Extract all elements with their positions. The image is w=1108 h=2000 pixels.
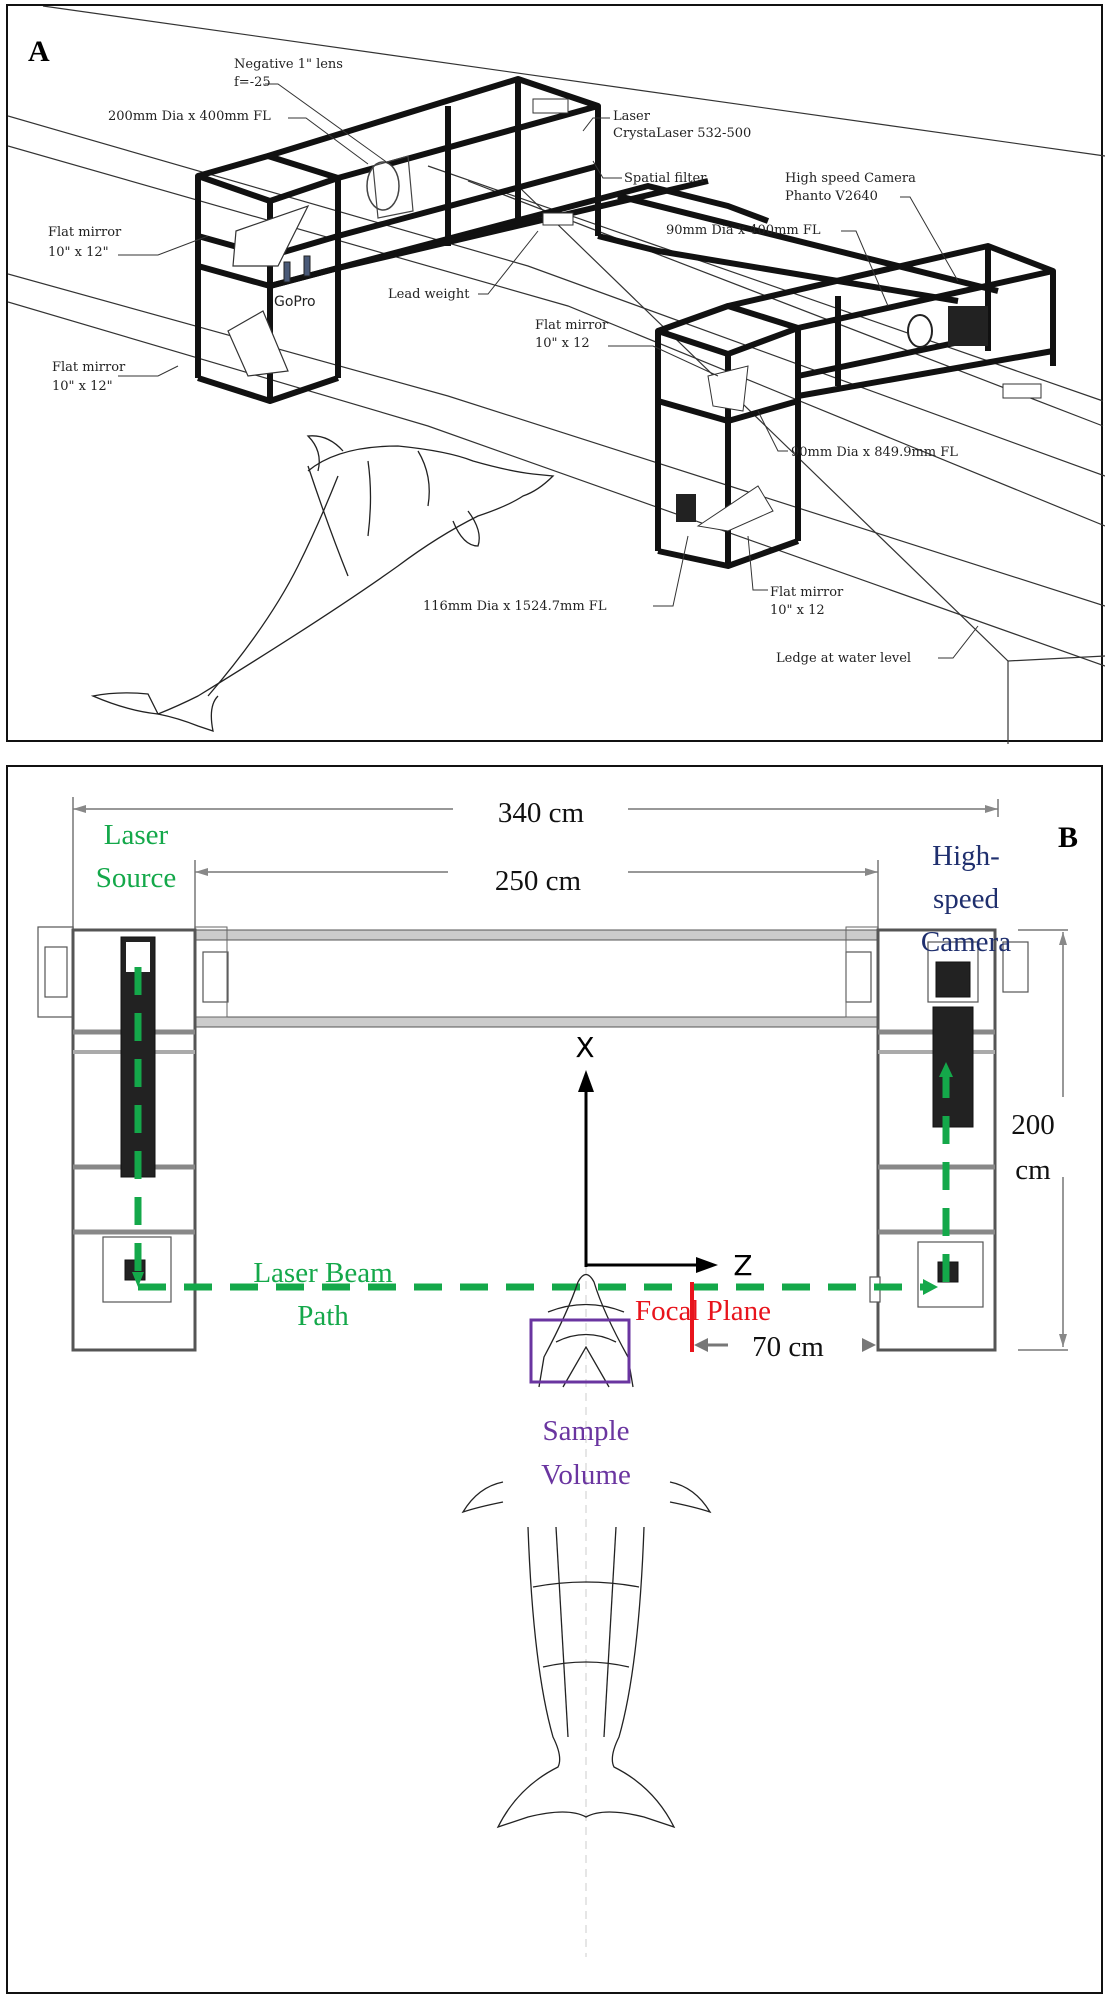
label-spatial-filter: Spatial filter xyxy=(624,171,707,186)
label-flat-mirror-2-size: 10" x 12" xyxy=(52,379,113,394)
dim-arrow xyxy=(985,805,998,813)
dimension-height-1: 200 xyxy=(1011,1109,1055,1141)
dimension-focal-distance: 70 cm xyxy=(752,1331,824,1363)
dimension-lines xyxy=(72,797,1068,1351)
label-lens-200mm: 200mm Dia x 400mm FL xyxy=(108,109,271,124)
beam-arrow-up xyxy=(939,1062,953,1077)
panel-a-isometric-view: A Negative 1" lens f=-25 200mm Dia x 400… xyxy=(6,4,1105,744)
flat-mirror-4-icon xyxy=(696,485,774,532)
focal-distance-dimension xyxy=(694,1338,876,1352)
dim-arrow xyxy=(73,805,86,813)
sample-volume-box xyxy=(529,1318,631,1384)
laser-beam-path xyxy=(132,967,953,1295)
laser-unit-icon xyxy=(532,98,569,114)
gopro-icon xyxy=(283,261,291,283)
optics-components xyxy=(227,98,1042,532)
high-speed-camera-icon xyxy=(948,306,988,346)
lens-200mm-icon xyxy=(366,161,400,211)
panel-b-letter: B xyxy=(1058,821,1078,854)
z-axis-arrow-icon xyxy=(696,1257,718,1273)
label-gopro: GoPro xyxy=(274,294,316,310)
label-flat-mirror-3-size: 10" x 12 xyxy=(535,336,590,351)
dimension-span-width: 250 cm xyxy=(495,865,582,897)
label-flat-mirror-1-size: 10" x 12" xyxy=(48,245,109,260)
label-lead-weight: Lead weight xyxy=(388,287,470,302)
flat-mirror-2-icon xyxy=(227,310,289,377)
coordinate-axes xyxy=(578,1070,718,1957)
panel-b-top-view: B 340 cm 250 cm Laser Source High- speed… xyxy=(6,765,1103,1994)
label-beam-path-2: Path xyxy=(297,1300,349,1332)
label-camera-1: High- xyxy=(932,840,1000,872)
crossbeam xyxy=(194,926,879,1028)
label-laser-model: CrystaLaser 532-500 xyxy=(613,126,751,141)
left-tower xyxy=(37,926,197,1352)
dolphin-top-view xyxy=(461,1273,712,1829)
panel-b-drawing: B 340 cm 250 cm Laser Source High- speed… xyxy=(37,797,1078,1957)
label-negative-lens-f: f=-25 xyxy=(234,75,271,90)
label-negative-lens: Negative 1" lens xyxy=(234,57,343,72)
dim-arrow xyxy=(1059,932,1067,945)
panel-a-leaders xyxy=(118,83,979,659)
label-flat-mirror-4: Flat mirror xyxy=(770,585,844,600)
camera-rail xyxy=(932,1006,974,1128)
label-ledge: Ledge at water level xyxy=(776,651,911,666)
label-beam-path-1: Laser Beam xyxy=(253,1257,393,1289)
label-camera-2: speed xyxy=(933,883,1000,915)
dim-arrow xyxy=(1059,1334,1067,1347)
beam-arrow-right xyxy=(923,1279,938,1295)
flat-mirror-1-icon xyxy=(232,204,310,267)
label-sample-volume-1: Sample xyxy=(543,1415,630,1447)
label-lens-90-849: 90mm Dia x 849.9mm FL xyxy=(791,445,958,460)
x-axis-arrow-icon xyxy=(578,1070,594,1092)
label-lens-116: 116mm Dia x 1524.7mm FL xyxy=(423,599,607,614)
lens-90-400-icon xyxy=(907,314,933,348)
label-lens-90-400: 90mm Dia x 400mm FL xyxy=(666,223,821,238)
label-flat-mirror-3: Flat mirror xyxy=(535,318,609,333)
label-camera-3: Camera xyxy=(921,926,1011,958)
label-flat-mirror-1: Flat mirror xyxy=(48,225,122,240)
label-flat-mirror-2: Flat mirror xyxy=(52,360,126,375)
panel-a-letter: A xyxy=(28,35,50,68)
right-tower xyxy=(869,928,1029,1352)
dimension-height-2: cm xyxy=(1015,1154,1051,1186)
panel-a-drawing: A Negative 1" lens f=-25 200mm Dia x 400… xyxy=(8,6,1105,744)
label-sample-volume-2: Volume xyxy=(541,1459,631,1491)
label-camera-model: Phanto V2640 xyxy=(785,189,878,204)
lens-116-icon xyxy=(676,494,696,522)
axis-label-z: Z xyxy=(733,1249,752,1282)
flat-mirror-3-icon xyxy=(707,365,749,412)
label-flat-mirror-4-size: 10" x 12 xyxy=(770,603,825,618)
lead-weight-icon xyxy=(542,212,574,226)
overhead-frame xyxy=(267,76,999,304)
dim-arrow xyxy=(195,868,208,876)
beam-arrow-down xyxy=(132,1272,144,1287)
label-focal-plane: Focal Plane xyxy=(635,1295,771,1327)
dimension-total-width: 340 cm xyxy=(498,797,585,829)
dolphin-isometric xyxy=(90,435,555,732)
right-tower-frame xyxy=(655,243,1056,569)
label-laser-source-1: Laser xyxy=(104,819,169,851)
axis-label-x: X xyxy=(575,1031,594,1064)
label-high-speed-camera: High speed Camera xyxy=(785,171,916,186)
label-laser: Laser xyxy=(613,109,651,124)
label-laser-source-2: Source xyxy=(96,862,177,894)
pool-wall-lines xyxy=(8,6,1105,744)
dim-arrow xyxy=(865,868,878,876)
